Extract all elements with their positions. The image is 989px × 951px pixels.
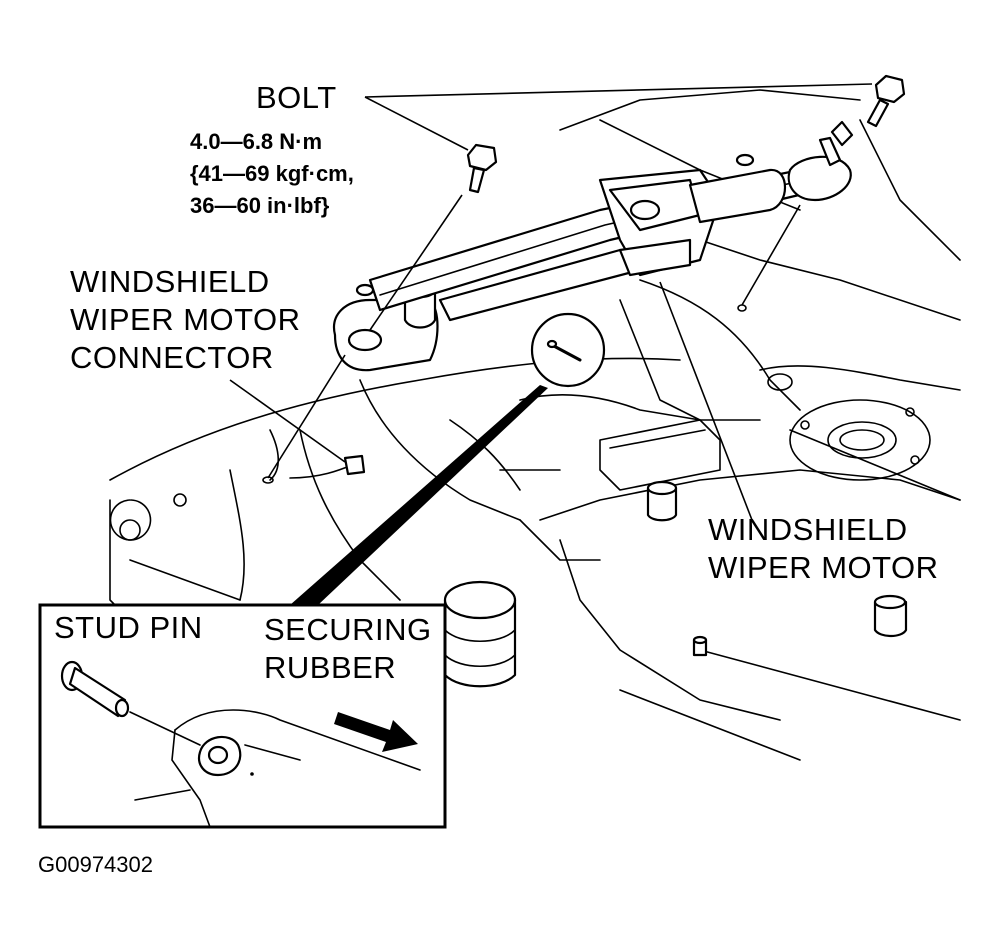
reservoir	[443, 580, 517, 688]
detail-callout	[290, 312, 606, 605]
cap-1	[646, 480, 678, 522]
bolt-label: BOLT	[256, 80, 337, 115]
securing-rubber-label-line-2: RUBBER	[264, 650, 397, 685]
connector-label-line-1: WINDSHIELD	[70, 264, 270, 299]
stud-pin-label: STUD PIN	[54, 610, 203, 645]
bolt-right	[866, 74, 906, 128]
securing-rubber	[197, 735, 242, 777]
cap-2	[873, 594, 908, 638]
torque-spec-line-3: 36—60 in·lbf}	[190, 193, 330, 218]
bolt-left	[466, 143, 498, 194]
stud-pin	[60, 660, 201, 746]
wiper-motor-connector	[262, 354, 366, 484]
bolt-left-path	[369, 194, 463, 331]
motor-label-line-2: WIPER MOTOR	[708, 550, 939, 585]
securing-rubber-label-line-1: SECURING	[264, 612, 432, 647]
direction-arrow	[334, 712, 418, 752]
wiper-linkage	[332, 120, 854, 372]
torque-spec-line-1: 4.0—6.8 N·m	[190, 129, 323, 154]
figure-id: G00974302	[38, 852, 153, 877]
vehicle-body-outline	[109, 89, 961, 761]
connector-label-line-3: CONNECTOR	[70, 340, 274, 375]
torque-spec-line-2: {41—69 kgf·cm,	[190, 161, 354, 186]
inset-detail	[38, 603, 447, 829]
connector-label-line-2: WIPER MOTOR	[70, 302, 301, 337]
bolt-right-path	[741, 204, 801, 306]
motor-label-line-1: WINDSHIELD	[708, 512, 908, 547]
small-pin	[692, 635, 708, 657]
